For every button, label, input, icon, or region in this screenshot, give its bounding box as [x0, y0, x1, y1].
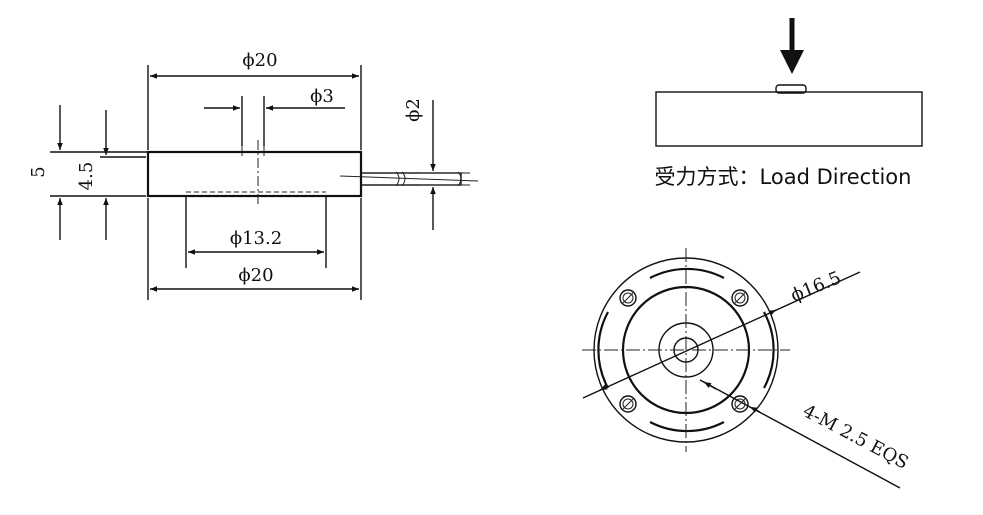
- load-direction-view: 受力方式：Load Direction: [655, 18, 923, 189]
- load-caption: 受力方式：Load Direction: [655, 165, 912, 189]
- label-height-total: 5: [28, 166, 49, 177]
- bolt-hole: [731, 395, 749, 413]
- label-outer-bottom: ϕ20: [238, 265, 273, 286]
- bolt-hole: [619, 289, 637, 307]
- cable-centerline: [339, 175, 479, 182]
- load-body: [655, 91, 923, 147]
- leader-bolt-circle: [582, 271, 861, 399]
- bottom-view: ϕ16.5 4-M 2.5 EQS: [582, 248, 912, 489]
- label-cable: ϕ2: [403, 98, 424, 122]
- bolt-hole: [731, 289, 749, 307]
- label-bolt-circle: ϕ16.5: [788, 267, 844, 306]
- label-hole: ϕ3: [310, 86, 334, 107]
- load-arrow-icon: [780, 50, 804, 74]
- label-height-body: 4.5: [76, 162, 97, 191]
- side-view: ϕ20 ϕ3 ϕ2 5 4.5 ϕ13.2 ϕ20: [28, 50, 479, 300]
- label-outer-top: ϕ20: [242, 50, 277, 71]
- bolt-hole: [619, 395, 637, 413]
- label-recess: ϕ13.2: [230, 228, 282, 249]
- leader-thread: [699, 379, 901, 489]
- load-button: [775, 84, 807, 94]
- sensor-body: [146, 150, 363, 198]
- label-thread: 4-M 2.5 EQS: [799, 401, 912, 474]
